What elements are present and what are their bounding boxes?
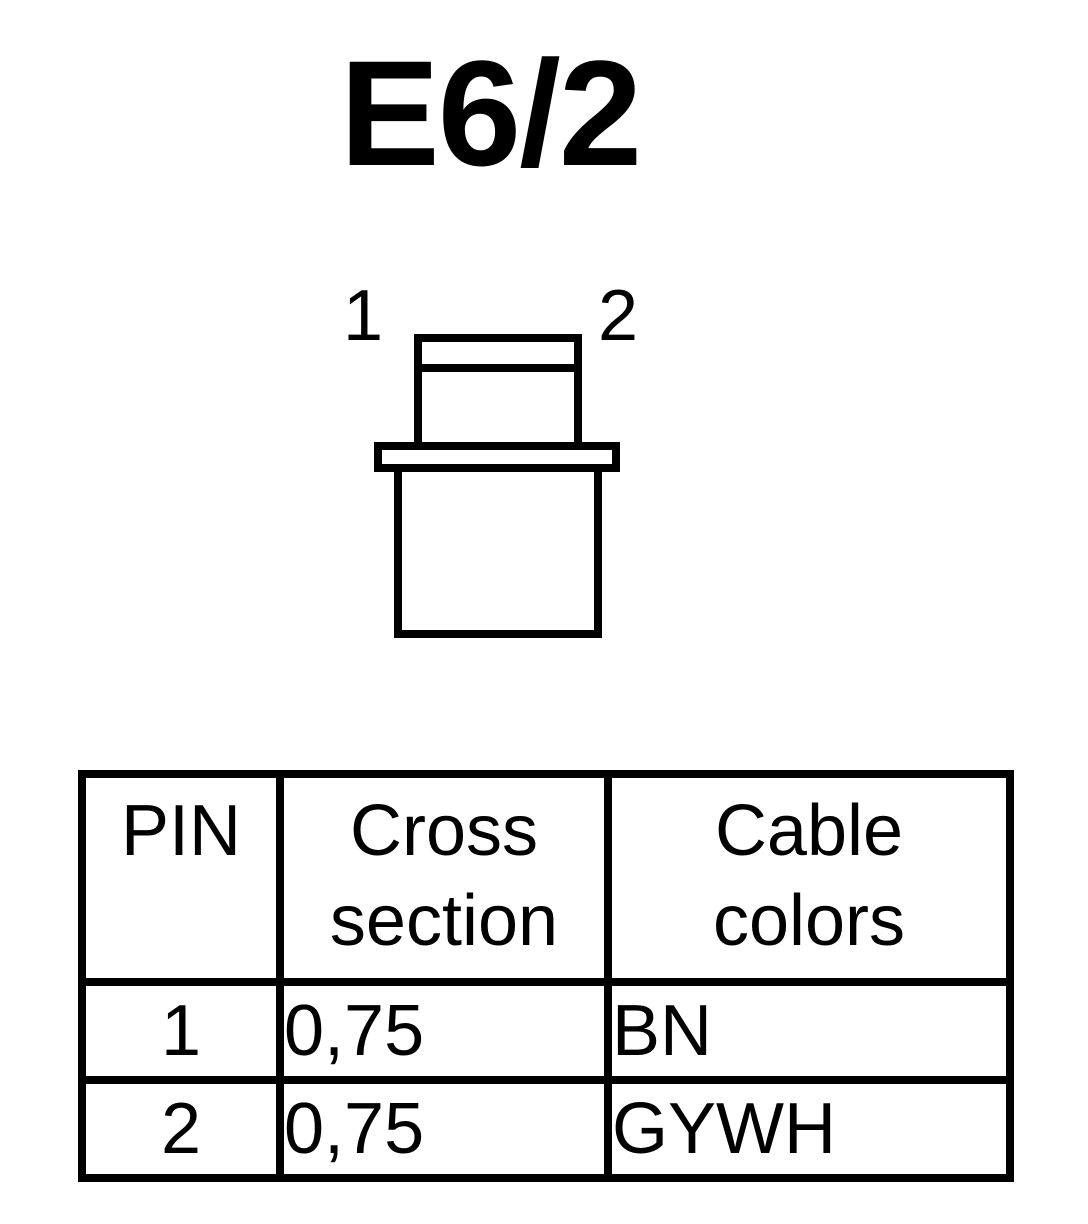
- connector-title: E6/2: [339, 29, 643, 197]
- table-header-row: PIN Cross section Cable colors: [78, 770, 1014, 986]
- pin-table: PIN Cross section Cable colors 1 0,75 BN…: [78, 770, 1014, 1182]
- pin-2-label: 2: [598, 276, 639, 356]
- header-cross-section-line-1: Cross: [349, 791, 538, 871]
- table-row: 1 0,75 BN: [78, 978, 1014, 1084]
- cross-section-cell: 0,75: [276, 978, 612, 1084]
- header-pin: PIN: [78, 770, 284, 986]
- cross-section-cell: 0,75: [276, 1076, 612, 1182]
- connector-drawing: [374, 334, 620, 638]
- header-cable-colors-line-2: colors: [712, 881, 906, 961]
- header-cable-colors: Cable colors: [604, 770, 1014, 986]
- pin-number-cell: 1: [78, 978, 284, 1084]
- table-row: 2 0,75 GYWH: [78, 1076, 1014, 1182]
- header-cable-colors-line-1: Cable: [714, 791, 904, 871]
- cable-color-cell: BN: [604, 978, 1014, 1084]
- connector-body: [394, 464, 602, 638]
- connector-top-cap: [414, 334, 582, 450]
- pin-number-cell: 2: [78, 1076, 284, 1182]
- header-cross-section-line-2: section: [329, 881, 559, 961]
- cable-color-cell: GYWH: [604, 1076, 1014, 1182]
- header-pin-line: PIN: [120, 791, 242, 871]
- pin-1-label: 1: [343, 276, 384, 356]
- header-cross-section: Cross section: [276, 770, 612, 986]
